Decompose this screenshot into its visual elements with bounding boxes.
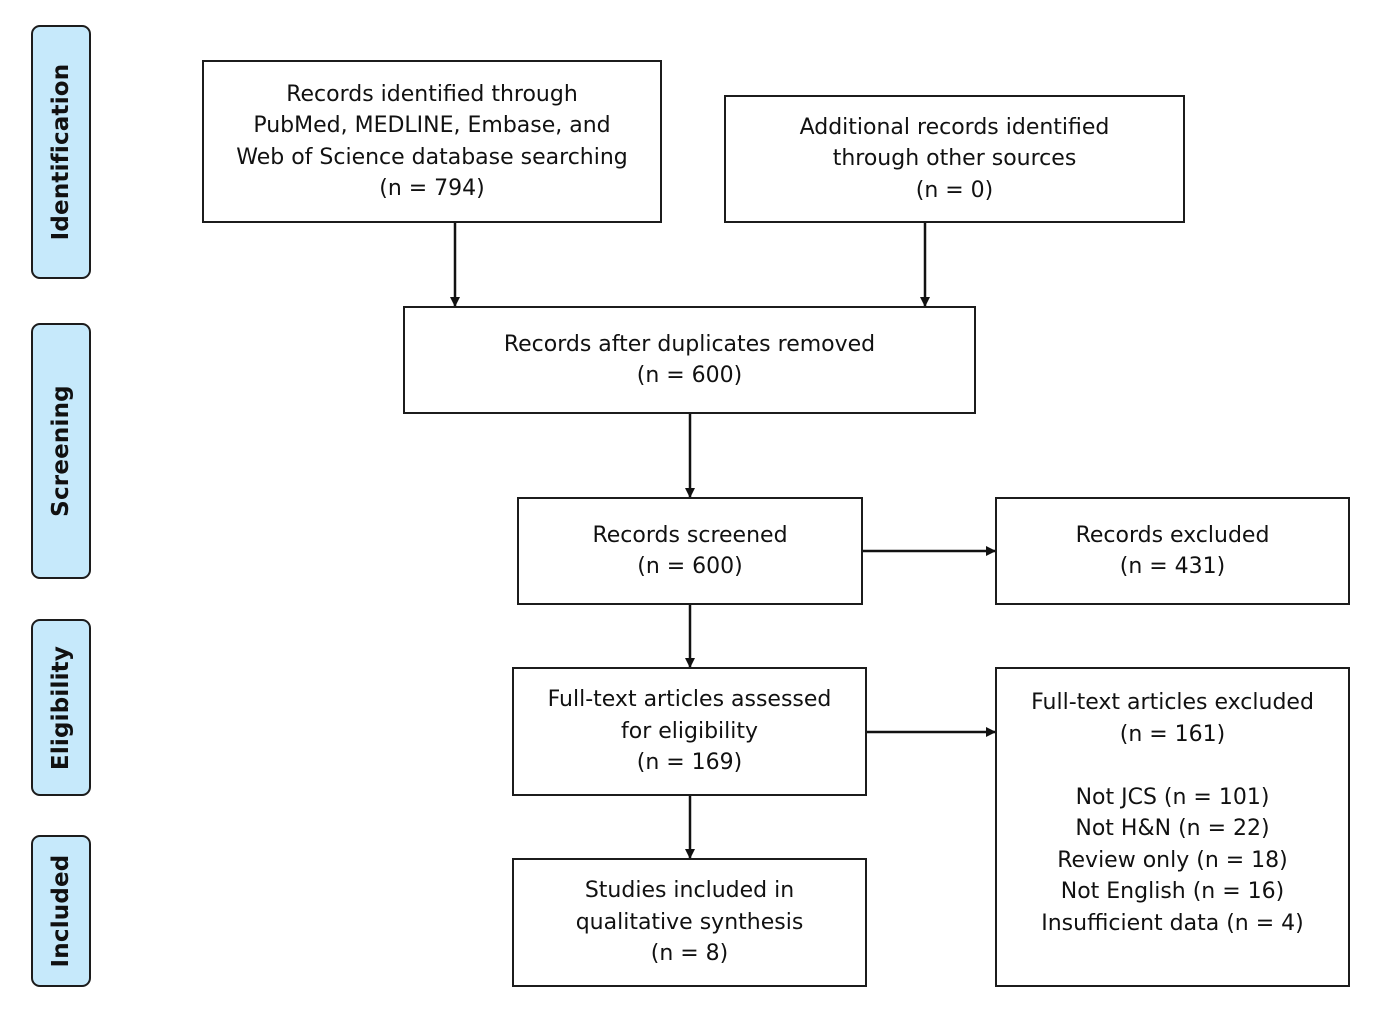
box-count: (n = 600): [637, 554, 743, 579]
box-text-line: Records excluded: [1075, 522, 1270, 548]
full-text-excluded-box: Full-text articles excluded (n = 161) No…: [995, 667, 1350, 987]
after-duplicates-box: Records after duplicates removed (n = 60…: [403, 306, 976, 414]
records-screened-box: Records screened (n = 600): [517, 497, 863, 605]
box-text-line: Records after duplicates removed: [503, 331, 876, 357]
phase-screening: Screening: [31, 323, 91, 579]
box-text-line: qualitative synthesis: [575, 909, 804, 935]
box-text-line: Full-text articles assessed: [547, 687, 832, 713]
box-text-line: through other sources: [832, 146, 1077, 172]
box-text-line: for eligibility: [620, 718, 759, 744]
phase-eligibility: Eligibility: [31, 619, 91, 796]
box-text-line: Full-text articles excluded: [1031, 690, 1314, 715]
box-count: (n = 431): [1119, 554, 1226, 579]
phase-included: Included: [31, 835, 91, 987]
box-count: (n = 8): [650, 941, 729, 967]
box-text-line: Records identified through: [286, 81, 578, 107]
box-text-line: Records screened: [592, 522, 788, 548]
included-studies-box: Studies included in qualitative synthesi…: [512, 858, 867, 987]
exclusion-reason: Not English (n = 16): [1060, 879, 1285, 904]
box-text-line: Additional records identified: [799, 114, 1110, 140]
box-count: (n = 600): [636, 363, 743, 388]
box-text-line: Web of Science database searching: [236, 144, 628, 170]
full-text-assessed-box: Full-text articles assessed for eligibil…: [512, 667, 867, 796]
exclusion-reason: Insufficient data (n = 4): [1041, 910, 1304, 936]
box-count: (n = 161): [1119, 721, 1226, 747]
box-text-line: PubMed, MEDLINE, Embase, and: [253, 113, 611, 138]
box-count: (n = 794): [379, 176, 485, 201]
exclusion-reason: Review only (n = 18): [1057, 847, 1288, 873]
box-text-line: Studies included in: [584, 878, 795, 904]
phase-identification: Identification: [31, 25, 91, 279]
database-records-box: Records identified through PubMed, MEDLI…: [202, 60, 662, 223]
records-excluded-box: Records excluded (n = 431): [995, 497, 1350, 605]
exclusion-reason: Not H&N (n = 22): [1075, 816, 1270, 841]
other-records-box: Additional records identified through ot…: [724, 95, 1185, 223]
box-count: (n = 169): [636, 750, 743, 776]
exclusion-reason: Not JCS (n = 101): [1075, 784, 1270, 810]
box-count: (n = 0): [915, 177, 994, 203]
